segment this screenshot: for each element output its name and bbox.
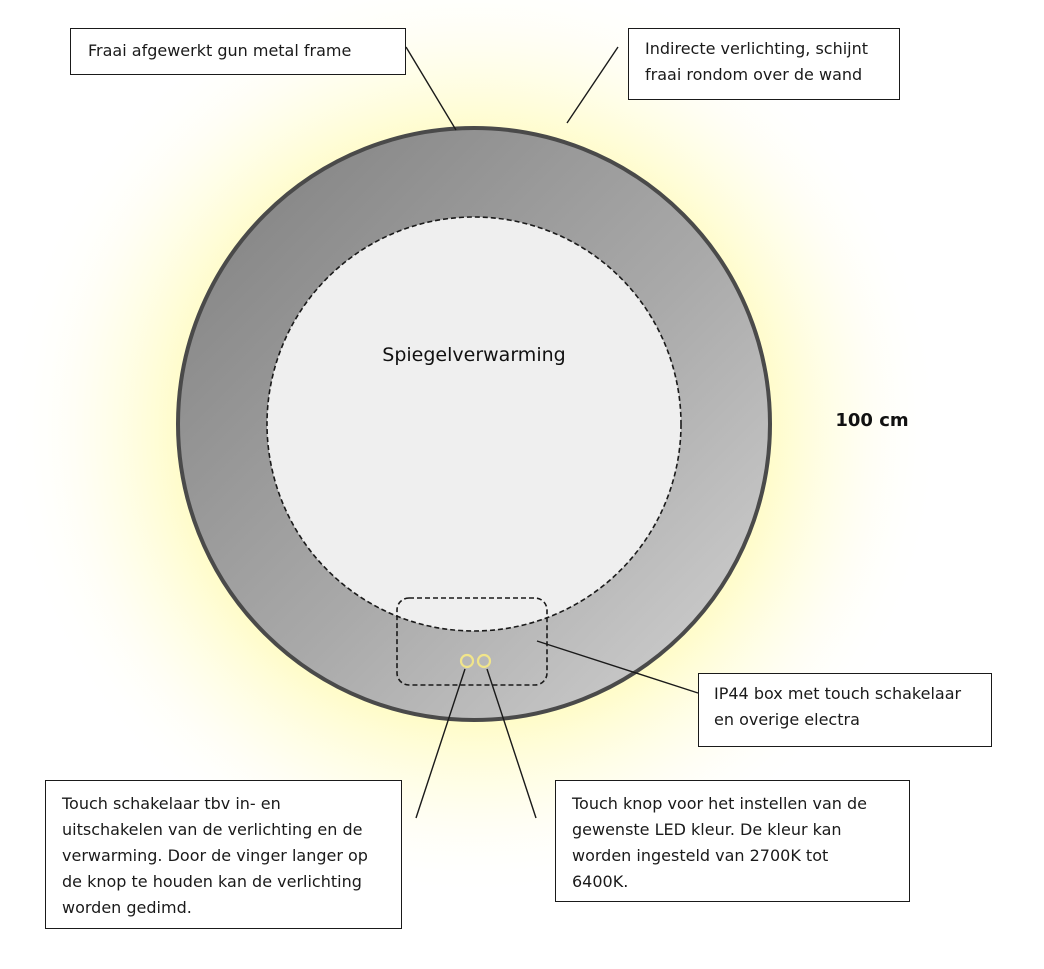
callout-frame: Fraai afgewerkt gun metal frame <box>70 28 406 75</box>
leader-frame <box>405 46 457 131</box>
callout-lighting: Indirecte verlichting, schijnt fraai ron… <box>628 28 900 100</box>
heated-zone-label: Spiegelverwarming <box>382 344 565 366</box>
leader-lighting <box>566 46 619 124</box>
heated-zone-circle <box>266 216 682 632</box>
callout-touch-color-line: worden ingesteld van 2700K tot <box>572 846 829 865</box>
callout-frame-line: Fraai afgewerkt gun metal frame <box>88 41 352 60</box>
callout-touch-switch: Touch schakelaar tbv in- en uitschakelen… <box>45 780 402 929</box>
size-label: 100 cm <box>835 410 908 431</box>
leader-touch-color <box>486 668 537 819</box>
callout-touch-color-line: gewenste LED kleur. De kleur kan <box>572 820 842 839</box>
callout-touch-color-line: Touch knop voor het instellen van de <box>572 794 867 813</box>
callout-touch-color: Touch knop voor het instellen van de gew… <box>555 780 910 902</box>
ip44-box <box>396 597 548 686</box>
callout-ip44-line: IP44 box met touch schakelaar <box>714 684 962 703</box>
leader-ip44 <box>536 640 699 694</box>
callout-touch-switch-line: verwarming. Door de vinger langer op <box>62 846 368 865</box>
callout-lighting-line: fraai rondom over de wand <box>645 65 863 84</box>
touch-button-color-icon <box>476 653 492 669</box>
callout-touch-color-line: 6400K. <box>572 872 629 891</box>
callout-touch-switch-line: uitschakelen van de verlichting en de <box>62 820 363 839</box>
callout-ip44: IP44 box met touch schakelaar en overige… <box>698 673 992 747</box>
touch-button-power-icon <box>459 653 475 669</box>
callout-touch-switch-line: de knop te houden kan de verlichting <box>62 872 362 891</box>
leader-touch-switch <box>415 668 466 819</box>
callout-touch-switch-line: Touch schakelaar tbv in- en <box>62 794 281 813</box>
callout-touch-switch-line: worden gedimd. <box>62 898 192 917</box>
callout-ip44-line: en overige electra <box>714 710 860 729</box>
callout-lighting-line: Indirecte verlichting, schijnt <box>645 39 869 58</box>
